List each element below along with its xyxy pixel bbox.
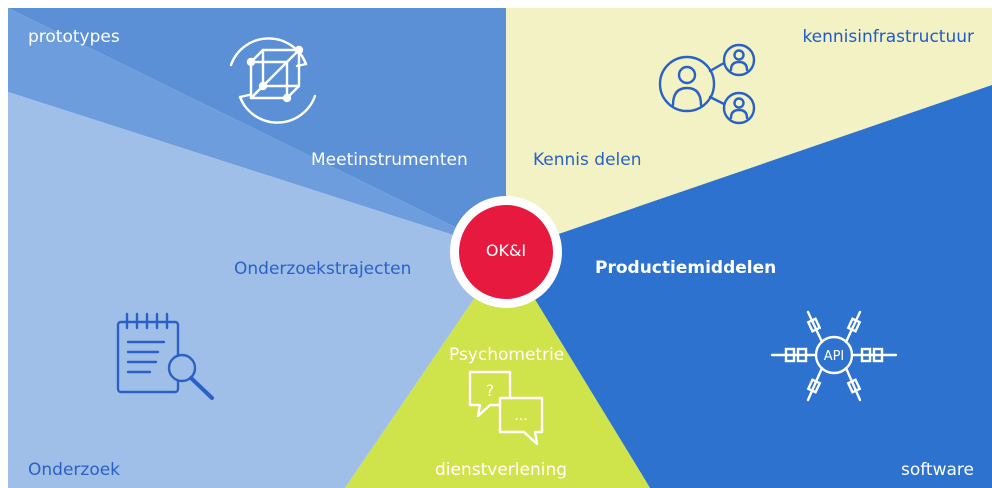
- question-mark-glyph: ?: [486, 381, 495, 400]
- people-network-icon: [658, 43, 756, 125]
- api-glyph: API: [824, 349, 845, 364]
- segment-psychometrie: [345, 252, 650, 488]
- segment-productiemiddelen: [506, 85, 992, 488]
- chat-bubbles-icon: [468, 370, 544, 446]
- segment-prototypes-band: [8, 8, 506, 252]
- segment-onderzoek: [8, 92, 506, 488]
- label-kennisinfrastructuur: kennisinfrastructuur: [802, 27, 974, 47]
- label-meetinstrumenten: Meetinstrumenten: [311, 150, 468, 170]
- label-onderzoekstrajecten: Onderzoekstrajecten: [234, 259, 412, 279]
- api-hub-icon: [770, 310, 898, 402]
- label-psychometrie: Psychometrie: [449, 345, 565, 365]
- label-kennis-delen: Kennis delen: [533, 150, 642, 170]
- label-dienstverlening: dienstverlening: [435, 460, 568, 480]
- document-search-icon: [116, 312, 214, 400]
- center-circle: [459, 205, 553, 299]
- segment-kennis-delen: [506, 8, 992, 252]
- cube-cycle-icon: [229, 37, 317, 124]
- label-productiemiddelen: Productiemiddelen: [595, 258, 777, 278]
- center-label: OK&I: [485, 241, 527, 260]
- label-software: software: [900, 460, 974, 480]
- ellipsis-glyph: ...: [514, 408, 527, 424]
- label-prototypes: prototypes: [28, 27, 120, 47]
- label-onderzoek: Onderzoek: [28, 460, 121, 480]
